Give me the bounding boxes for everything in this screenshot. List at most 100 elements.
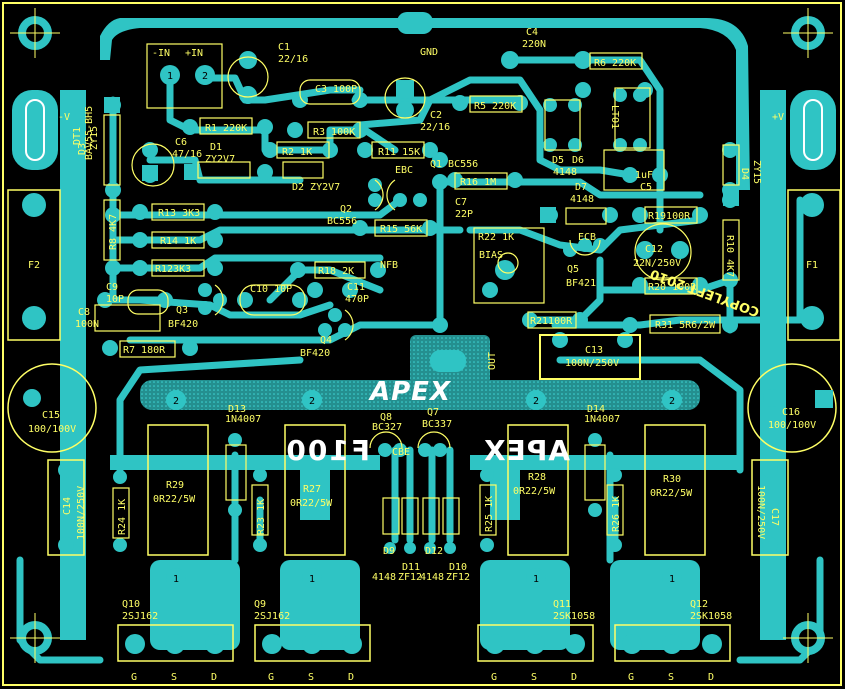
capacitor-c14 <box>47 459 85 556</box>
label-d12: D12 <box>425 546 443 557</box>
label-lto1: LTO1 <box>609 105 620 129</box>
apex-logo: APEX <box>368 377 452 407</box>
label-c2v: 22/16 <box>420 122 450 133</box>
label-r28v: 0R22/5W <box>513 486 556 497</box>
mount-hole-tl <box>10 8 60 58</box>
label-r14: R14 1K <box>160 236 196 247</box>
capacitor-c16 <box>747 363 837 453</box>
label-q5v: BF421 <box>566 278 596 289</box>
label-c17v: 100N/250V <box>755 485 766 539</box>
label-c6: C6 <box>175 137 187 148</box>
label-q2: Q2 <box>340 204 352 215</box>
label-f2: F2 <box>28 260 40 271</box>
capacitor-c17 <box>751 459 789 556</box>
label-nfb: NFB <box>380 260 398 271</box>
label-r21: R21100R <box>530 316 573 327</box>
label-r30: R30 <box>663 474 681 485</box>
label-d56v: 4148 <box>553 167 577 178</box>
label-c16v: 100/100V <box>768 420 816 431</box>
mounting-holes <box>10 8 833 663</box>
label-d11: D11 <box>402 562 420 573</box>
label-r5: R5 220K <box>474 101 516 112</box>
mosfet-packages <box>117 624 731 662</box>
label-q9v: 2SJ162 <box>254 611 290 622</box>
label-c12: C12 <box>645 244 663 255</box>
fuse-holder-f1 <box>787 90 841 341</box>
label-q4: Q4 <box>320 335 332 346</box>
label-dt1: DT1 <box>72 127 83 145</box>
label-d3: D3 <box>77 143 88 155</box>
label-ebc: EBC <box>395 165 413 176</box>
label-c8v: 100N <box>75 319 99 330</box>
label-d9: D9 <box>383 546 395 557</box>
label-c8: C8 <box>78 307 90 318</box>
label-c1v: 22/16 <box>278 54 308 65</box>
label-v-minus: -V <box>58 112 70 123</box>
mount-hole-bl <box>10 613 60 663</box>
label-1: S <box>171 672 177 683</box>
label-v-plus: +V <box>772 112 784 123</box>
label-q2v: BC556 <box>327 216 357 227</box>
label-0: G <box>131 672 137 683</box>
label-6: G <box>491 672 497 683</box>
label-d13v: 1N4007 <box>225 414 261 425</box>
label-c3: C3 100P <box>315 84 357 95</box>
label-r27: R27 <box>303 484 321 495</box>
copper-traces <box>16 56 824 664</box>
label-in-plus: +IN <box>185 48 203 59</box>
label-two: 2 <box>202 71 208 82</box>
label-d4: D4 <box>739 168 750 180</box>
label-one: 1 <box>167 71 173 82</box>
label-r19: R19100R <box>648 211 691 222</box>
label-two: 2 <box>173 396 179 407</box>
label-r24: R24 1K <box>117 499 128 535</box>
label-q1: Q1 BC556 <box>430 159 478 170</box>
label-one: 1 <box>533 574 539 585</box>
label-r15: R15 56K <box>380 224 422 235</box>
label-c13: C13 <box>585 345 603 356</box>
label-r27v: 0R22/5W <box>290 498 333 509</box>
label-c5v: 1uF <box>635 170 653 181</box>
label-d3v: ZY15 <box>89 126 100 150</box>
label-d10v: ZF12 <box>446 572 470 583</box>
label-c14v: 100N/250V <box>76 486 87 540</box>
label-9: G <box>628 672 634 683</box>
label-d1v: ZY2V7 <box>205 154 235 165</box>
label-bias: BIAS <box>479 250 503 261</box>
label-r12: R123K3 <box>155 264 191 275</box>
label-11: D <box>708 672 714 683</box>
label-in-minus: -IN <box>152 48 170 59</box>
label-q4v: BF420 <box>300 348 330 359</box>
label-d7v: 4148 <box>570 194 594 205</box>
label-r10: R10 4K7 <box>724 235 735 277</box>
label-5: D <box>348 672 354 683</box>
label-q12v: 2SK1058 <box>690 611 732 622</box>
label-cbe: CBE <box>392 447 410 458</box>
pad-numbers: 1 2 2 2 2 2 1 1 1 1 <box>167 71 675 585</box>
label-q10: Q10 <box>122 599 140 610</box>
label-r2: R2 1K <box>282 147 312 158</box>
label-r22: R22 1K <box>478 232 514 243</box>
label-c7: C7 <box>455 197 467 208</box>
label-f1: F1 <box>806 260 818 271</box>
silkscreen-outlines <box>94 43 740 539</box>
label-c6v: 47/16 <box>172 149 202 160</box>
label-r31: R31 5R6/2W <box>655 320 716 331</box>
label-d12v: 4148 <box>420 572 444 583</box>
fuse-holder-f2 <box>7 90 61 341</box>
label-gnd: GND <box>420 47 438 58</box>
label-r13: R13 3K3 <box>158 208 200 219</box>
label-d6: D6 <box>572 155 584 166</box>
pinout-labels: G S D G S D G S D G S D <box>131 672 714 683</box>
label-r20: R20 100R <box>648 282 697 293</box>
label-d14v: 1N4007 <box>584 414 620 425</box>
label-one: 1 <box>173 574 179 585</box>
label-d9v: 4148 <box>372 572 396 583</box>
label-c5: C5 <box>640 182 652 193</box>
label-one: 1 <box>669 574 675 585</box>
label-r16: R16 1M <box>460 177 496 188</box>
label-r25: R25 1K <box>484 496 495 532</box>
label-c14: C14 <box>62 497 73 515</box>
label-r6: R6 220K <box>594 58 636 69</box>
